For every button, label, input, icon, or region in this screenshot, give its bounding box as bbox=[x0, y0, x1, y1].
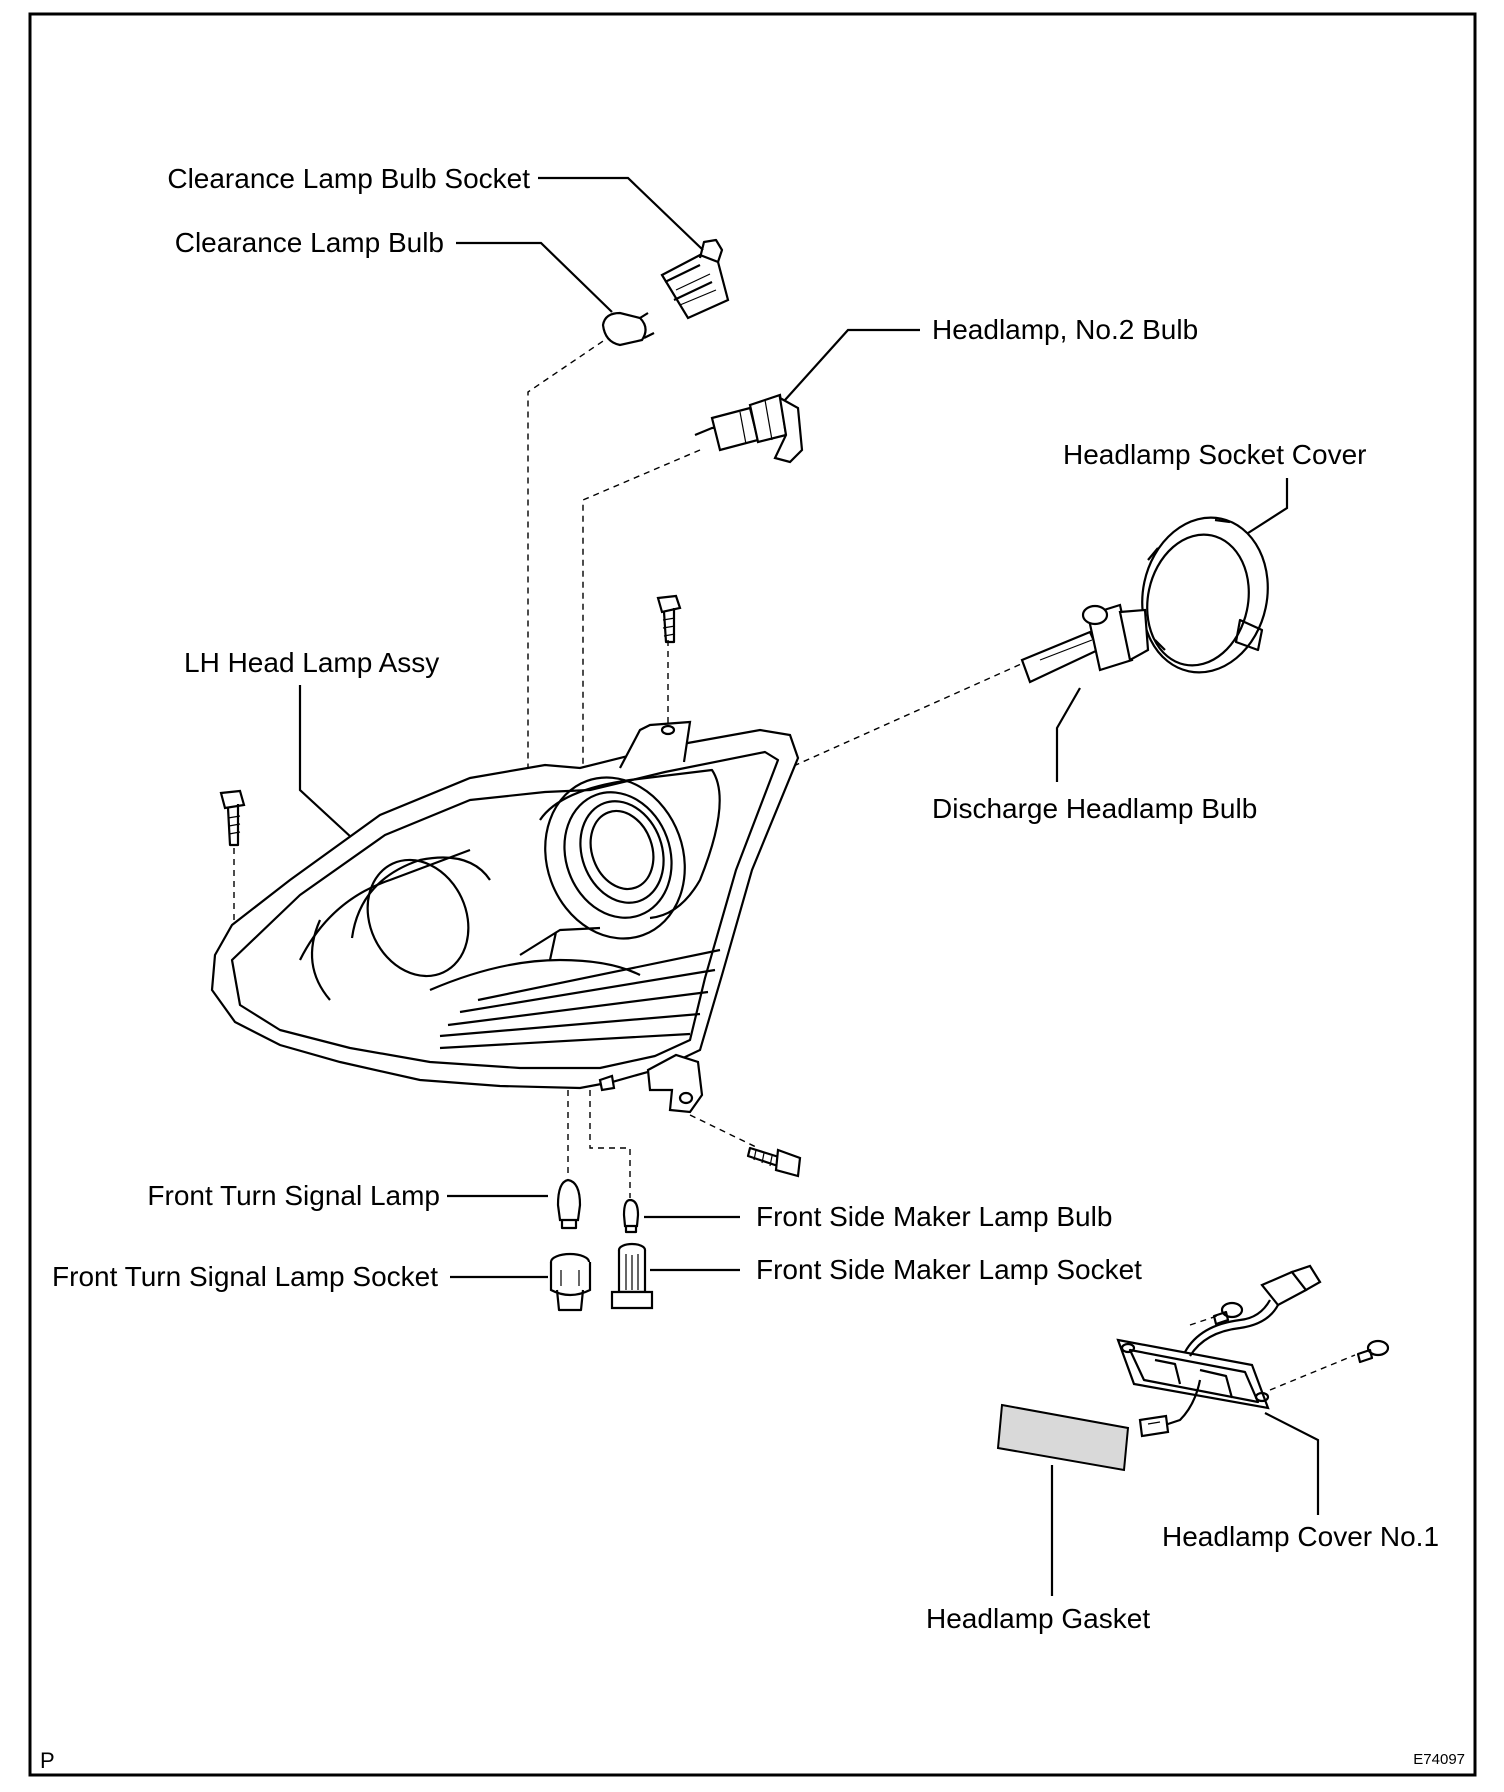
lh-head-lamp-assembly bbox=[210, 720, 800, 1114]
clearance-lamp-bulb bbox=[601, 311, 655, 347]
cover-screw-left bbox=[1212, 1301, 1244, 1326]
label-headlamp-no2-bulb: Headlamp, No.2 Bulb bbox=[932, 314, 1198, 345]
label-front-turn-signal-lamp: Front Turn Signal Lamp bbox=[147, 1180, 440, 1211]
callout-labels: Clearance Lamp Bulb Socket Clearance Lam… bbox=[52, 163, 1439, 1634]
label-headlamp-cover-no1: Headlamp Cover No.1 bbox=[1162, 1521, 1439, 1552]
bolt-bottom bbox=[746, 1146, 802, 1178]
front-turn-signal-lamp-socket bbox=[549, 1252, 592, 1312]
label-headlamp-socket-cover: Headlamp Socket Cover bbox=[1063, 439, 1366, 470]
bolt-top bbox=[656, 594, 682, 644]
label-headlamp-gasket: Headlamp Gasket bbox=[926, 1603, 1150, 1634]
label-clearance-lamp-bulb: Clearance Lamp Bulb bbox=[175, 227, 444, 258]
headlamp-gasket bbox=[996, 1403, 1130, 1472]
front-side-maker-lamp-socket bbox=[610, 1242, 654, 1310]
headlamp-cover-no1 bbox=[1116, 1264, 1322, 1438]
bolt-left bbox=[219, 789, 246, 847]
label-front-side-maker-lamp-bulb: Front Side Maker Lamp Bulb bbox=[756, 1201, 1112, 1232]
headlamp-socket-cover bbox=[1141, 516, 1269, 674]
front-turn-signal-lamp bbox=[556, 1178, 582, 1230]
label-discharge-headlamp-bulb: Discharge Headlamp Bulb bbox=[932, 793, 1257, 824]
leader-lines bbox=[298, 176, 1320, 1596]
discharge-headlamp-bulb bbox=[1020, 603, 1150, 684]
label-lh-head-lamp-assy: LH Head Lamp Assy bbox=[184, 647, 439, 678]
front-side-maker-lamp-bulb bbox=[622, 1198, 640, 1234]
page-marker: P bbox=[40, 1748, 55, 1773]
clearance-lamp-bulb-socket bbox=[660, 238, 730, 320]
diagram-frame bbox=[28, 12, 1477, 1777]
headlamp-no2-bulb bbox=[694, 393, 804, 464]
label-front-side-maker-lamp-socket: Front Side Maker Lamp Socket bbox=[756, 1254, 1142, 1285]
cover-screw-right bbox=[1356, 1339, 1390, 1364]
figure-id: E74097 bbox=[1413, 1751, 1465, 1768]
label-clearance-lamp-bulb-socket: Clearance Lamp Bulb Socket bbox=[167, 163, 530, 194]
label-front-turn-signal-lamp-socket: Front Turn Signal Lamp Socket bbox=[52, 1261, 438, 1292]
